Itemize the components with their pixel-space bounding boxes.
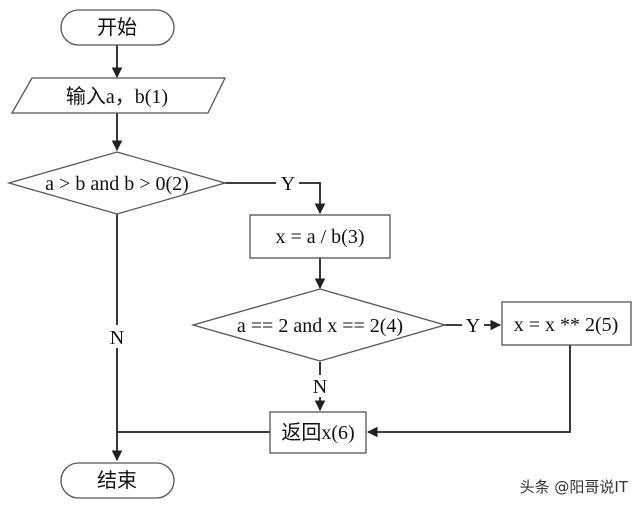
- edge-cond1-yes-cont: [299, 182, 326, 215]
- return-box: [269, 411, 367, 454]
- cond2-yes-label: Y: [466, 315, 480, 337]
- decision-1: [6, 151, 228, 215]
- cond1-no-label: N: [110, 327, 124, 349]
- end-label: 结束: [97, 469, 137, 492]
- start-terminal: [60, 9, 175, 46]
- decision-1-label: a > b and b > 0(2): [45, 173, 189, 195]
- square-label: x = x ** 2(5): [514, 314, 619, 336]
- edge-square-to-return: [366, 345, 571, 438]
- decision-2: [190, 288, 448, 362]
- cond2-no-label: N: [313, 376, 327, 398]
- decision-2-label: a == 2 and x == 2(4): [237, 315, 403, 337]
- input-label: 输入a，b(1): [66, 85, 168, 108]
- cond1-yes-label: Y: [281, 173, 295, 195]
- watermark: 头条 @阳哥说IT: [520, 478, 629, 496]
- assign-label: x = a / b(3): [275, 226, 364, 248]
- input-parallelogram: [10, 77, 227, 114]
- start-label: 开始: [97, 16, 137, 39]
- square-box: [501, 301, 632, 346]
- end-terminal: [60, 462, 175, 499]
- assign-box: [249, 214, 391, 259]
- connectors: [111, 45, 571, 462]
- return-label: 返回x(6): [281, 421, 354, 444]
